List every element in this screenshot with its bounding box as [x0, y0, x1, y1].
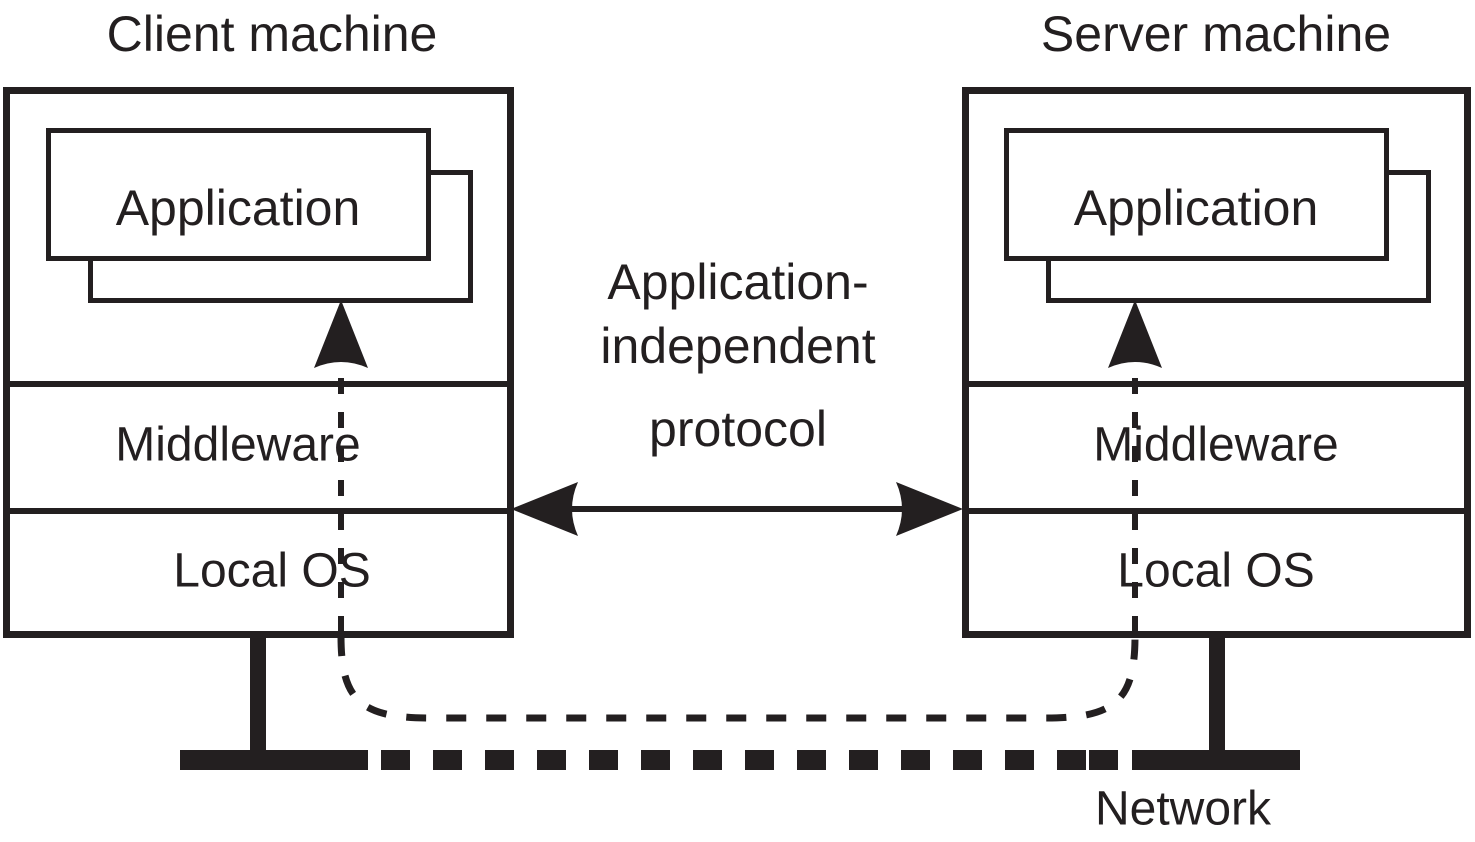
client-middleware-label: Middleware [115, 419, 360, 472]
client-application-front-box [46, 128, 431, 261]
protocol-label-line3: protocol [649, 401, 827, 457]
client-machine-group: Application Middleware Local OS Client m… [3, 6, 514, 752]
protocol-arrowhead-left [511, 482, 578, 536]
network-label: Network [1095, 783, 1272, 836]
protocol-label-line2: independent [600, 318, 875, 374]
network-bar-left-solid [180, 750, 368, 770]
server-localos-label: Local OS [1117, 545, 1314, 598]
server-application-front-box [1004, 128, 1389, 261]
server-machine-group: Application Middleware Local OS Server m… [962, 6, 1471, 752]
server-machine-stem [1209, 634, 1225, 752]
protocol-annotation-group: Application- independent protocol [511, 254, 963, 536]
client-application-label: Application [116, 180, 361, 236]
server-up-arrowhead [1108, 300, 1162, 368]
network-bar-right-solid [1132, 750, 1300, 770]
network-bar-dashed-middle [381, 750, 1118, 770]
server-application-label: Application [1074, 180, 1319, 236]
protocol-arrowhead-right [896, 482, 963, 536]
client-localos-label: Local OS [173, 545, 370, 598]
client-machine-title: Client machine [107, 6, 438, 62]
protocol-label-line1: Application- [607, 254, 868, 310]
server-machine-title: Server machine [1041, 6, 1391, 62]
client-up-arrowhead [314, 300, 368, 368]
client-machine-stem [250, 634, 266, 752]
server-middleware-label: Middleware [1093, 419, 1338, 472]
network-bus-group: Network [180, 635, 1300, 836]
network-dashed-connection [337, 635, 1139, 722]
